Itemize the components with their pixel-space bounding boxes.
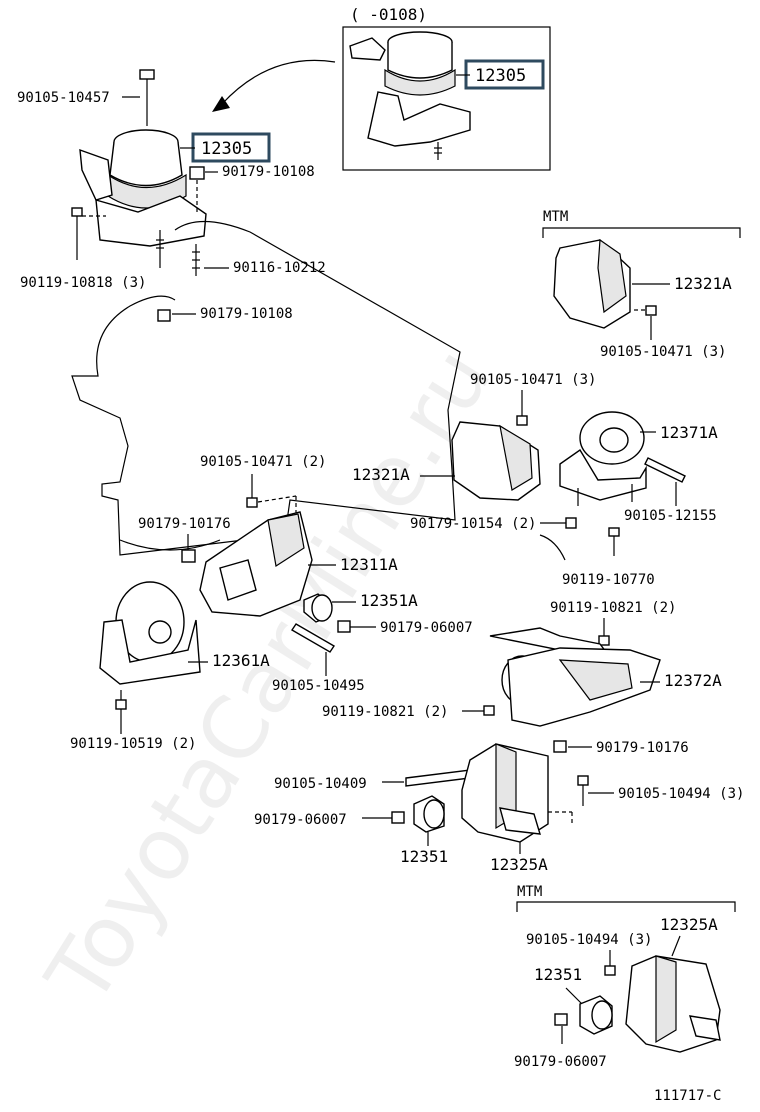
bolt-90105-10495 <box>291 623 335 653</box>
part-90105-10409[interactable]: 90105-10409 <box>274 776 367 792</box>
part-90119-10818[interactable]: 90119-10818 (3) <box>20 275 146 291</box>
arrow-head <box>212 96 230 112</box>
part-90105-10471-mid[interactable]: 90105-10471 (2) <box>200 454 326 470</box>
part-90119-10821-left[interactable]: 90119-10821 (2) <box>322 704 448 720</box>
part-12351-lower[interactable]: 12351 <box>400 847 448 866</box>
part-12311A[interactable]: 12311A <box>340 555 398 574</box>
inset-label: ( -0108) <box>350 5 427 24</box>
bracket-12325a-mtm-drawing <box>625 955 721 1053</box>
bracket-12311a-drawing <box>199 511 313 617</box>
mount-12361a-drawing <box>99 581 201 685</box>
part-90179-06007-lower[interactable]: 90179-06007 <box>254 812 347 828</box>
mtm-bracket-12321a-drawing <box>553 238 631 329</box>
part-12351-mtm[interactable]: 12351 <box>534 965 582 984</box>
bushing-12351a-drawing <box>303 593 333 623</box>
figure-code: 111717-C <box>654 1088 721 1104</box>
mount-12372a-drawing <box>489 627 661 727</box>
part-90179-10154[interactable]: 90179-10154 (2) <box>410 516 536 532</box>
part-90179-10108-b[interactable]: 90179-10108 <box>200 306 293 322</box>
curved-arrow <box>221 59 336 105</box>
part-90119-10519[interactable]: 90119-10519 (2) <box>70 736 196 752</box>
part-12321A-mtm[interactable]: 12321A <box>674 274 732 293</box>
part-90105-10457[interactable]: 90105-10457 <box>17 90 110 106</box>
part-90179-06007-mtm[interactable]: 90179-06007 <box>514 1054 607 1070</box>
part-90116-10212[interactable]: 90116-10212 <box>233 260 326 276</box>
part-12321A-right[interactable]: 12321A <box>352 465 410 484</box>
part-12325A-mtm[interactable]: 12325A <box>660 915 718 934</box>
part-90179-10176-mid[interactable]: 90179-10176 <box>138 516 231 532</box>
part-90179-10108-a[interactable]: 90179-10108 <box>222 164 315 180</box>
bushing-12351-mtm-drawing <box>579 995 613 1035</box>
inset-panel: ( -0108) 12305 <box>342 5 551 171</box>
mtm-top-bracket <box>542 227 741 238</box>
part-90105-10494-mtm[interactable]: 90105-10494 (3) <box>526 932 652 948</box>
part-12371A[interactable]: 12371A <box>660 423 718 442</box>
part-90105-10494-right[interactable]: 90105-10494 (3) <box>618 786 744 802</box>
mtm-bottom-bracket <box>516 901 736 912</box>
part-90105-10471-right[interactable]: 90105-10471 (3) <box>470 372 596 388</box>
part-90105-10471-mtm[interactable]: 90105-10471 (3) <box>600 344 726 360</box>
bracket-12321a-right-drawing <box>451 421 541 501</box>
engine-mount-drawing <box>79 69 207 268</box>
bracket-12325a-drawing <box>461 743 549 843</box>
part-90119-10821-top[interactable]: 90119-10821 (2) <box>550 600 676 616</box>
part-12325A-lower[interactable]: 12325A <box>490 855 548 874</box>
part-90179-06007-mid[interactable]: 90179-06007 <box>380 620 473 636</box>
engine-outline <box>71 220 461 556</box>
part-90105-10495[interactable]: 90105-10495 <box>272 678 365 694</box>
bolt-90105-10409 <box>405 769 471 787</box>
part-90105-12155[interactable]: 90105-12155 <box>624 508 717 524</box>
group-label-mtm-top: MTM <box>543 209 568 225</box>
bushing-12351-drawing <box>413 795 445 833</box>
mount-12371a-drawing <box>559 411 647 506</box>
bolt-90105-12155 <box>644 457 686 483</box>
part-12351A[interactable]: 12351A <box>360 591 418 610</box>
part-12372A[interactable]: 12372A <box>664 671 722 690</box>
part-12361A[interactable]: 12361A <box>212 651 270 670</box>
part-90119-10770[interactable]: 90119-10770 <box>562 572 655 588</box>
part-12305-inset[interactable]: 12305 <box>475 66 526 86</box>
group-label-mtm-bottom: MTM <box>517 884 542 900</box>
inset-frame <box>342 26 551 171</box>
inset-engine-mount-drawing <box>349 31 471 160</box>
part-12305-main[interactable]: 12305 <box>201 139 252 159</box>
part-90179-10176-right[interactable]: 90179-10176 <box>596 740 689 756</box>
watermark: ToyotaCarMine.ru <box>27 331 510 1022</box>
